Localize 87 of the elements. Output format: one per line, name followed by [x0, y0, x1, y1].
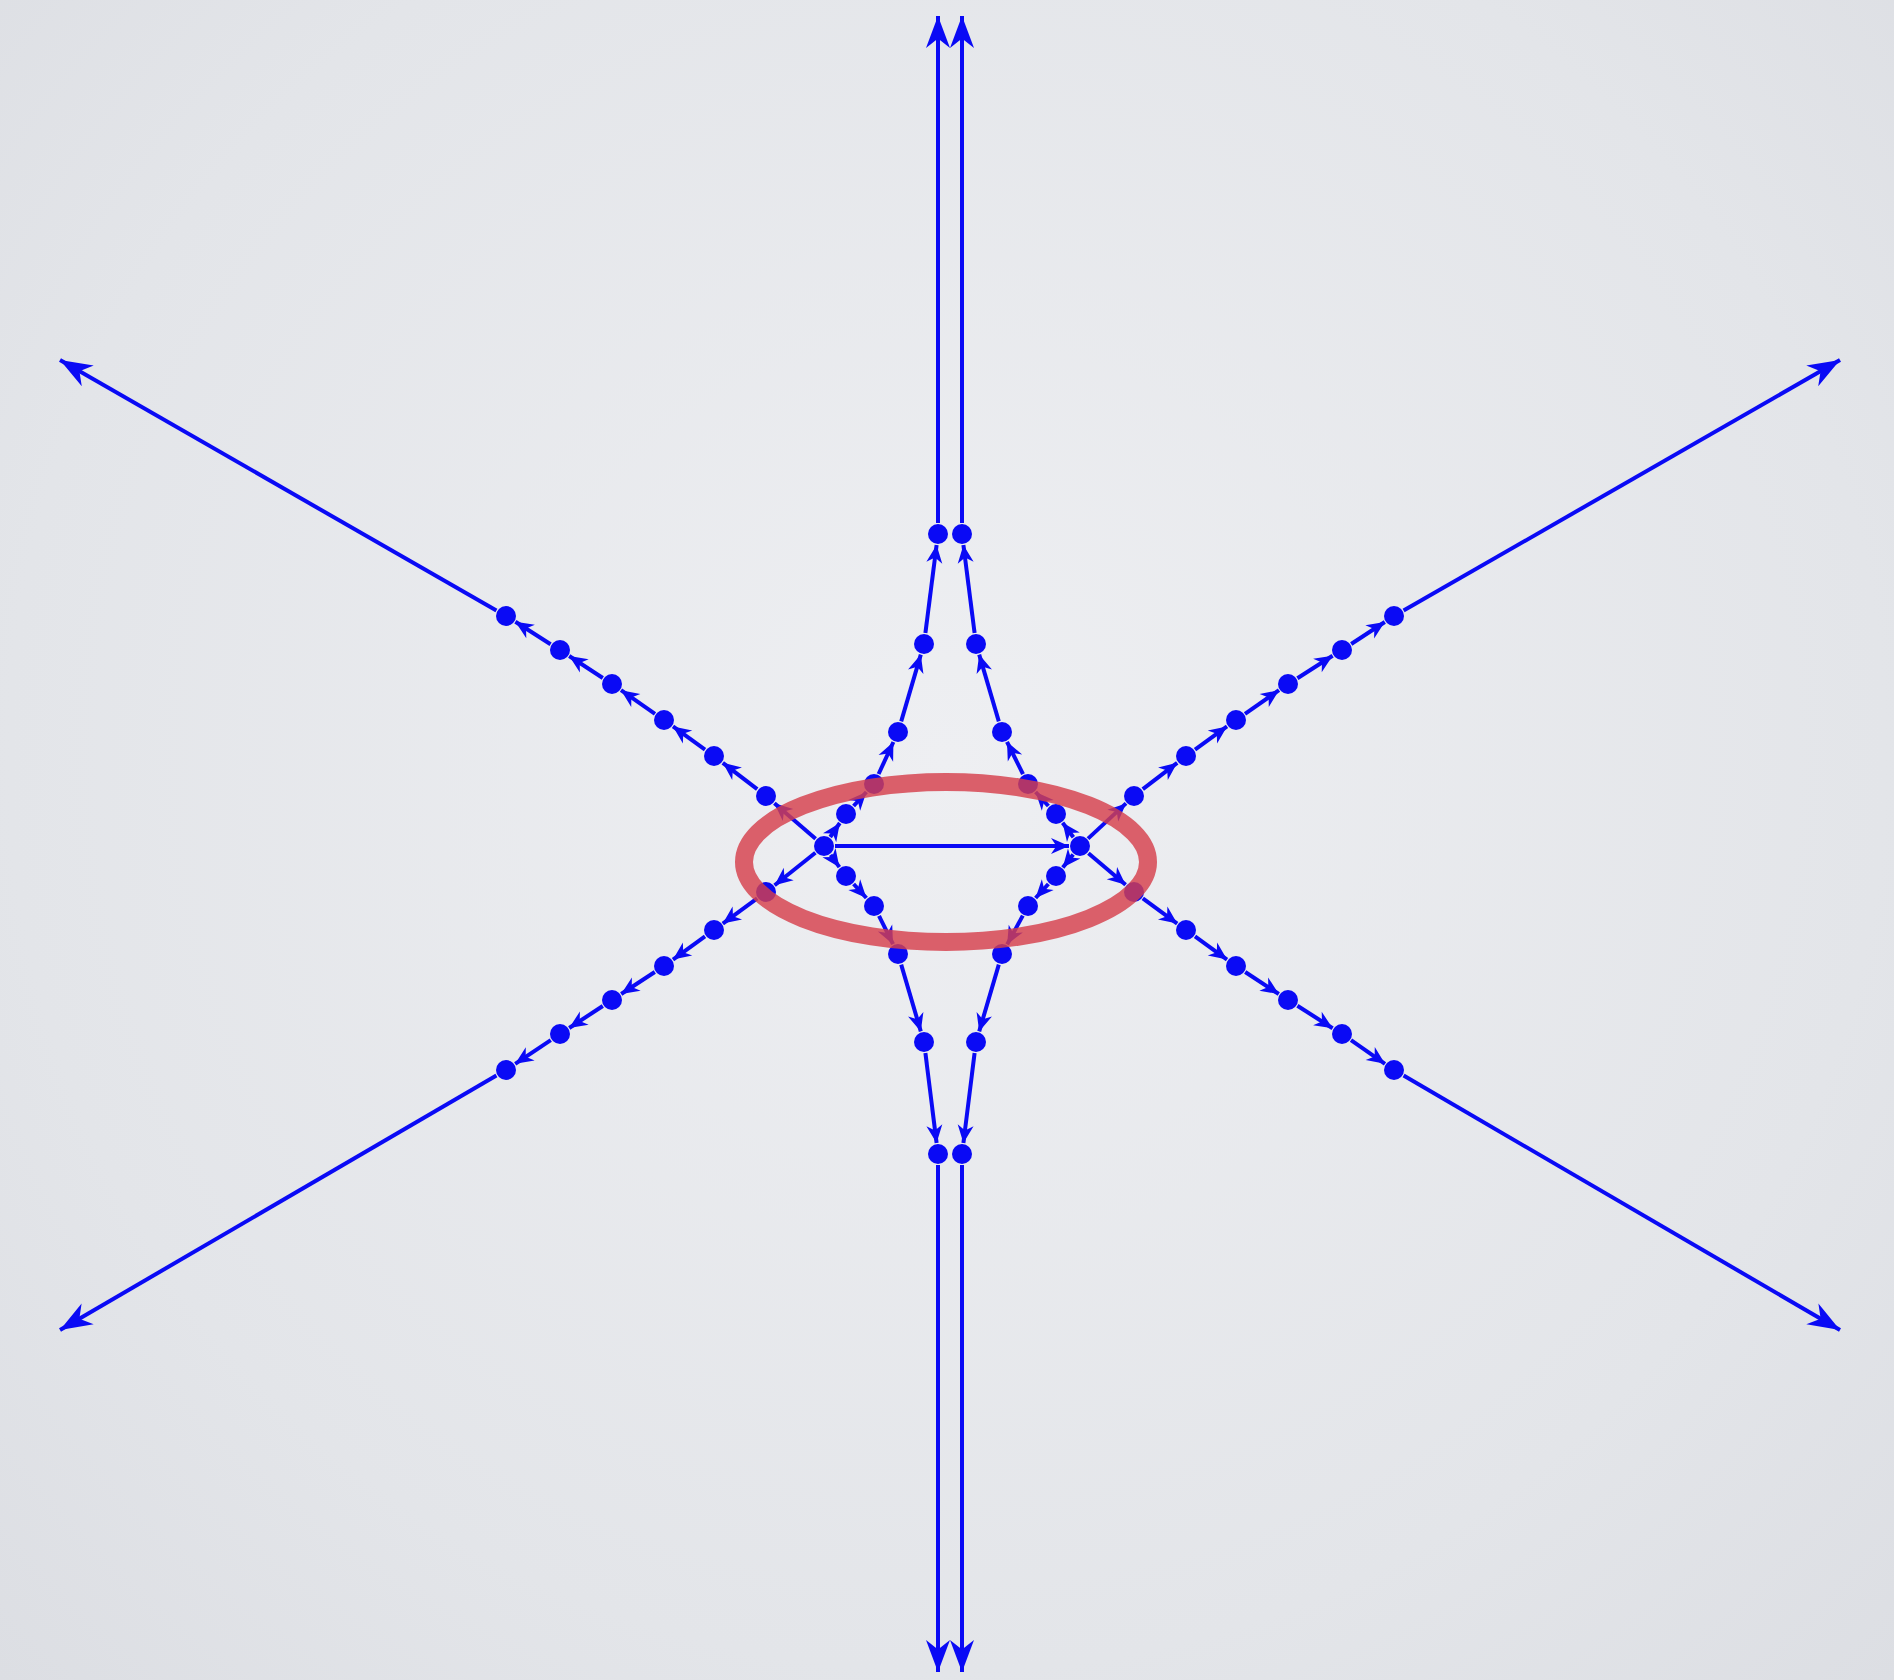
arrow	[848, 879, 868, 900]
dot-node	[1332, 640, 1352, 660]
arrow	[957, 544, 977, 634]
arrow	[957, 1052, 977, 1144]
arrow	[923, 1052, 943, 1144]
arrow	[671, 724, 707, 752]
dot-node	[496, 1060, 516, 1080]
dot-node	[836, 804, 856, 824]
arrow	[976, 964, 1001, 1032]
dot-node	[1384, 1060, 1404, 1080]
dot-node	[1124, 786, 1144, 806]
dot-node	[1046, 804, 1066, 824]
dot-node	[914, 634, 934, 654]
dot-node	[914, 1032, 934, 1052]
dot-node	[966, 1032, 986, 1052]
dot-node	[550, 1024, 570, 1044]
dot-node	[1226, 710, 1246, 730]
dot-node	[1278, 674, 1298, 694]
dot-node	[888, 722, 908, 742]
arrow	[1005, 740, 1025, 776]
arrow	[59, 358, 498, 613]
dot-node	[496, 606, 516, 626]
dot-node	[928, 1144, 948, 1164]
arrow	[1296, 654, 1334, 680]
arrow	[926, 1165, 950, 1672]
dot-node	[836, 866, 856, 886]
dot-node	[1176, 920, 1196, 940]
arrow	[1061, 848, 1081, 869]
dot-node	[814, 836, 834, 856]
arrow	[1243, 688, 1281, 716]
arrow	[1141, 761, 1179, 791]
dot-node	[864, 896, 884, 916]
arrow	[1349, 1038, 1387, 1066]
arrow	[514, 620, 552, 646]
dot-node	[654, 956, 674, 976]
arrow	[1087, 851, 1127, 887]
dot-node	[756, 786, 776, 806]
arrow	[1061, 821, 1080, 842]
arrow	[568, 1004, 604, 1030]
arrow	[619, 688, 657, 716]
arrow	[1402, 358, 1841, 613]
dot-node	[704, 920, 724, 940]
arrow	[822, 847, 842, 869]
dot-node	[952, 1144, 972, 1164]
arrow	[671, 934, 707, 962]
arrow	[1193, 934, 1229, 962]
arrow	[1350, 620, 1386, 646]
arrow	[926, 16, 950, 523]
arrow	[923, 544, 943, 634]
dot-node	[1278, 990, 1298, 1010]
dot-node	[992, 722, 1012, 742]
dot-node	[952, 524, 972, 544]
arrow	[721, 761, 759, 791]
arrow	[1244, 970, 1280, 996]
arrow	[721, 896, 759, 926]
arrow	[59, 1073, 498, 1332]
arrow	[823, 821, 842, 843]
dot-node	[1046, 866, 1066, 886]
arrow	[568, 654, 604, 680]
arrow	[773, 851, 817, 887]
arrow	[876, 741, 896, 775]
dot-node	[654, 710, 674, 730]
dot-node	[602, 990, 622, 1010]
dot-node	[1070, 836, 1090, 856]
arrow	[899, 964, 924, 1032]
dot-node	[1332, 1024, 1352, 1044]
arrow	[1141, 896, 1179, 926]
dot-node	[1018, 896, 1038, 916]
arrow	[976, 654, 1001, 722]
arrow	[1034, 879, 1054, 900]
arrow	[1193, 724, 1229, 752]
dot-node	[1176, 746, 1196, 766]
arrow	[950, 16, 974, 523]
arrow	[1402, 1073, 1841, 1332]
dot-node	[704, 746, 724, 766]
arrow	[835, 838, 1069, 854]
arrow	[950, 1165, 974, 1672]
arrow	[899, 654, 924, 722]
arrow	[620, 970, 656, 996]
dot-node	[1226, 956, 1246, 976]
dot-node	[1384, 606, 1404, 626]
arrow	[1296, 1004, 1334, 1030]
dot-node	[928, 524, 948, 544]
dot-node	[966, 634, 986, 654]
arrow	[514, 1038, 552, 1066]
dot-node	[602, 674, 622, 694]
dot-node	[550, 640, 570, 660]
